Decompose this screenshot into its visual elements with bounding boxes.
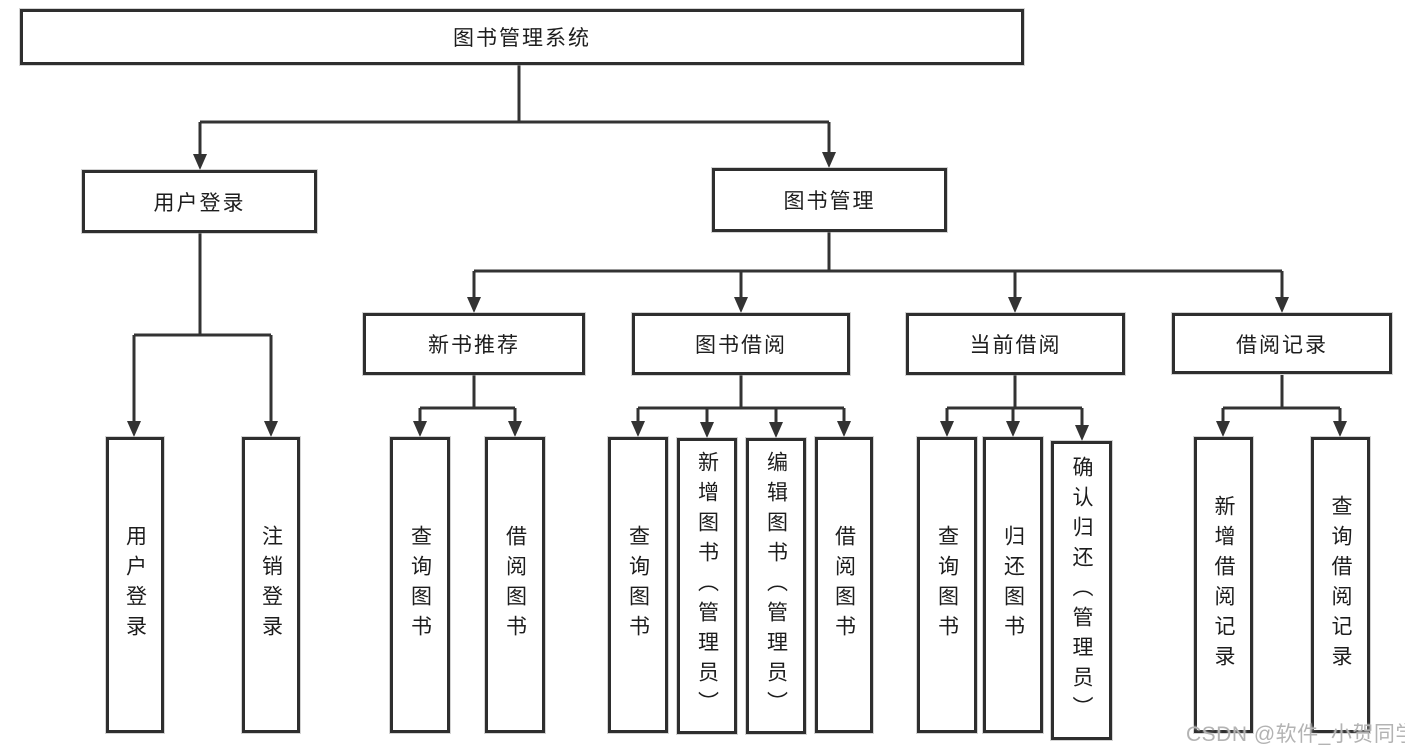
node-borrow-record-module: 借阅记录	[1172, 313, 1392, 374]
leaf-label: 新增图书（管理员）	[695, 451, 719, 721]
leaf-user-login: 用户登录	[106, 437, 164, 733]
node-root-system: 图书管理系统	[20, 9, 1024, 65]
arrowhead	[1275, 297, 1289, 313]
arrowhead	[1216, 421, 1230, 437]
arrowhead	[1075, 425, 1089, 441]
node-current-borrow-module: 当前借阅	[906, 313, 1125, 375]
arrowhead	[467, 297, 481, 313]
arrowhead	[264, 421, 278, 437]
arrowhead	[1333, 421, 1347, 437]
leaf-currentborrow-confirm-return-admin: 确认归还（管理员）	[1051, 441, 1112, 740]
arrowhead	[769, 422, 783, 438]
arrowhead	[127, 421, 141, 437]
node-user-login-branch: 用户登录	[82, 170, 317, 233]
leaf-label: 查询图书	[935, 525, 959, 645]
leaf-borrowrecord-add-record: 新增借阅记录	[1194, 437, 1253, 733]
leaf-bookborrow-add-books-admin: 新增图书（管理员）	[677, 438, 737, 734]
node-book-borrow-module: 图书借阅	[632, 313, 850, 375]
leaf-bookborrow-edit-books-admin: 编辑图书（管理员）	[746, 438, 806, 734]
node-new-book-module: 新书推荐	[363, 313, 585, 375]
leaf-label: 编辑图书（管理员）	[764, 451, 788, 721]
leaf-logout: 注销登录	[242, 437, 300, 733]
arrowhead	[193, 154, 207, 170]
arrowhead	[413, 421, 427, 437]
arrowhead	[734, 297, 748, 313]
node-label: 图书管理	[783, 190, 876, 213]
node-book-management-branch: 图书管理	[712, 168, 947, 232]
leaf-label: 查询图书	[408, 525, 432, 645]
arrowhead	[508, 421, 522, 437]
leaf-borrowrecord-query-record: 查询借阅记录	[1311, 437, 1370, 733]
leaf-label: 归还图书	[1001, 525, 1025, 645]
arrowhead	[822, 152, 836, 168]
node-label: 图书管理系统	[453, 27, 591, 50]
arrowhead	[1008, 297, 1022, 313]
leaf-label: 确认归还（管理员）	[1070, 455, 1093, 726]
node-label: 借阅记录	[1236, 333, 1328, 357]
leaf-label: 借阅图书	[832, 525, 856, 645]
arrowhead	[700, 422, 714, 438]
leaf-label: 查询图书	[626, 525, 650, 645]
node-label: 新书推荐	[428, 334, 520, 357]
leaf-currentborrow-query-books: 查询图书	[917, 437, 977, 733]
leaf-label: 用户登录	[123, 525, 147, 645]
leaf-bookborrow-borrow-books: 借阅图书	[815, 437, 873, 733]
leaf-label: 查询借阅记录	[1329, 495, 1352, 675]
arrowhead	[631, 421, 645, 437]
leaf-label: 借阅图书	[503, 525, 527, 645]
arrowhead	[837, 421, 851, 437]
leaf-currentborrow-return-books: 归还图书	[983, 437, 1043, 733]
node-label: 用户登录	[153, 191, 246, 215]
leaf-newbook-query-books: 查询图书	[390, 437, 450, 733]
node-label: 图书借阅	[695, 334, 787, 357]
arrowhead	[940, 421, 954, 437]
node-label: 当前借阅	[969, 334, 1062, 357]
leaf-newbook-borrow-books: 借阅图书	[485, 437, 545, 733]
csdn-watermark: CSDN @软件_小贺同学	[1186, 723, 1405, 746]
leaf-label: 新增借阅记录	[1212, 495, 1235, 675]
leaf-label: 注销登录	[259, 525, 283, 645]
arrowhead	[1006, 421, 1020, 437]
leaf-bookborrow-query-books: 查询图书	[608, 437, 668, 733]
